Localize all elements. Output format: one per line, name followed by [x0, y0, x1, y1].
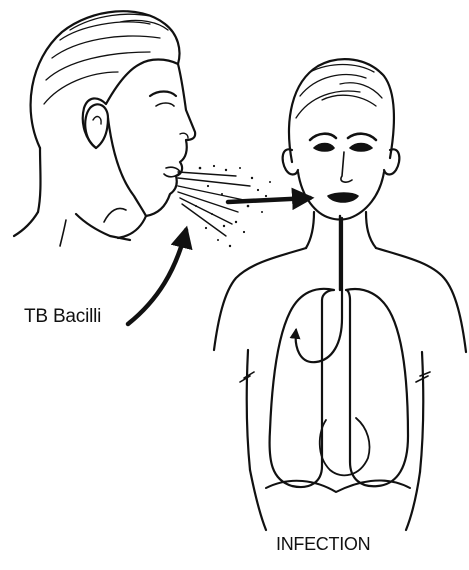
- bacilli-pointer-arrow: [128, 230, 186, 324]
- man-ear: [85, 104, 108, 148]
- man-eye: [156, 103, 174, 106]
- person-torso-left: [250, 470, 266, 530]
- left-lung: [270, 289, 334, 487]
- person-right-shoulder: [376, 248, 466, 352]
- person-left-arm: [247, 350, 250, 470]
- tb-bacilli-label: TB Bacilli: [24, 306, 101, 328]
- man-eyebrow: [150, 92, 176, 97]
- man-back-neck: [38, 148, 41, 212]
- man-hair-strands: [44, 14, 168, 104]
- person-neck-right: [366, 212, 376, 248]
- infected-person-figure: [214, 59, 466, 530]
- person-left-brow: [310, 134, 336, 140]
- coughing-man-figure: [14, 11, 195, 246]
- droplet-spray: [178, 165, 271, 247]
- person-right-arm: [420, 352, 423, 472]
- person-left-shoulder: [214, 248, 306, 350]
- right-lung: [346, 289, 408, 486]
- man-shoulder: [14, 212, 38, 236]
- person-nose: [341, 152, 352, 182]
- man-face-profile: [146, 64, 195, 216]
- person-mouth: [328, 193, 358, 202]
- person-right-eye: [350, 144, 372, 152]
- man-hair: [31, 11, 180, 148]
- person-right-brow: [348, 134, 376, 140]
- person-left-eye: [314, 144, 334, 152]
- infection-label: INFECTION: [276, 534, 370, 555]
- person-torso-right: [406, 472, 420, 530]
- man-neck: [118, 216, 146, 238]
- man-jaw: [108, 118, 146, 216]
- heart: [320, 418, 370, 475]
- person-neck-left: [306, 212, 314, 248]
